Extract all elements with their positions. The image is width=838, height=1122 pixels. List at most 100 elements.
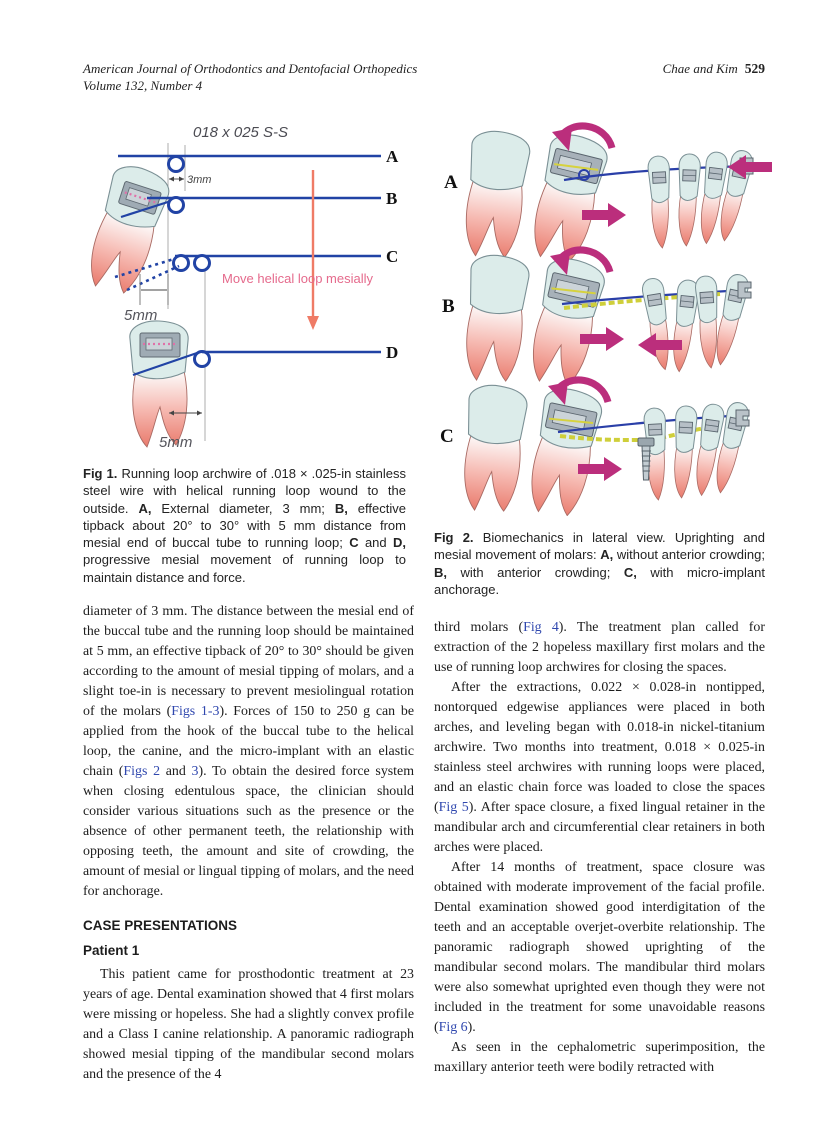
- fig1-label-b: B: [386, 189, 397, 208]
- text-segment: After 14 months of treatment, space clos…: [434, 860, 765, 1035]
- second-molar-with-tube: [522, 385, 605, 516]
- text-segment: progressive mesial movement of running l…: [83, 552, 406, 585]
- wire-into-bracket-d: [132, 351, 198, 377]
- red-direction-arrowhead: [307, 316, 319, 330]
- body-paragraph: This patient came for prosthodontic trea…: [83, 965, 414, 1085]
- fig1-label-a: A: [386, 147, 399, 166]
- third-molar-drawing: [459, 128, 532, 260]
- fig2-row-c: C: [440, 380, 750, 516]
- molar-drawing-lower: [129, 320, 189, 448]
- fig2-row-a: A: [444, 126, 772, 267]
- text-segment: effective tipback about 20° to 30° with …: [83, 500, 406, 551]
- text-segment: diameter of 3 mm. The distance between t…: [83, 604, 414, 719]
- text-segment: third molars (: [434, 620, 524, 635]
- figure-reference-link[interactable]: Figs 1-3: [171, 704, 220, 719]
- figure2: A B: [434, 118, 775, 516]
- anterior-tooth: [676, 154, 700, 247]
- text-segment: B,: [434, 564, 447, 580]
- text-segment: and: [358, 535, 393, 551]
- journal-title: American Journal of Orthodontics and Den…: [83, 61, 418, 76]
- elastic-chain: [559, 434, 641, 442]
- dim-arrowhead: [179, 176, 184, 182]
- fig2-row-b: B: [442, 250, 752, 390]
- text-segment: External diameter, 3 mm;: [151, 500, 335, 516]
- subsection-heading: Patient 1: [83, 943, 140, 958]
- wire-into-bracket-b: [120, 199, 172, 219]
- running-authors: Chae and Kim: [662, 61, 738, 76]
- body-paragraph: third molars (Fig 4). The treatment plan…: [434, 618, 765, 678]
- annotation-move-loop: Move helical loop mesially: [222, 271, 374, 286]
- text-segment: Fig 1.: [83, 466, 118, 481]
- figure-reference-link[interactable]: Figs 2: [123, 764, 161, 779]
- running-head: Chae and Kim 529: [434, 61, 765, 77]
- text-segment: ).: [467, 1020, 476, 1035]
- text-segment: ). To obtain the desired force system wh…: [83, 764, 414, 899]
- anterior-tooth: [669, 279, 700, 373]
- body-paragraph: As seen in the cephalometric superimposi…: [434, 1038, 765, 1078]
- fig2-label-c: C: [440, 426, 454, 447]
- text-segment: A,: [600, 547, 614, 563]
- anterior-tooth: [647, 156, 673, 249]
- dim-3mm-label: 3mm: [187, 174, 211, 186]
- anterior-tooth: [671, 405, 697, 498]
- dim-5mm-lower-label: 5mm: [159, 434, 192, 451]
- right-column-text: third molars (Fig 4). The treatment plan…: [434, 618, 765, 1078]
- dim-arrowhead: [169, 176, 174, 182]
- helical-loop-a: [167, 155, 185, 173]
- text-segment: B,: [334, 500, 348, 516]
- text-segment: and: [160, 764, 192, 779]
- text-segment: As seen in the cephalometric superimposi…: [434, 1040, 765, 1075]
- helical-loop-c2: [193, 254, 211, 272]
- text-segment: ). The treatment plan called for extract…: [434, 620, 765, 675]
- fig2-illustration: A B: [440, 118, 772, 516]
- fig1-illustration: 018 x 025 S-S 3mm Mov: [81, 124, 399, 451]
- running-loop: [578, 169, 590, 181]
- second-molar-with-tube: [524, 130, 611, 266]
- text-segment: Biomechanics in lateral view. Uprighting…: [434, 530, 765, 563]
- fig2-label-b: B: [442, 296, 455, 317]
- text-segment: After the extractions, 0.022 × 0.028-in …: [434, 680, 765, 815]
- journal-volume: Volume 132, Number 4: [83, 77, 203, 93]
- page-number: 529: [744, 61, 765, 76]
- wire-size-label: 018 x 025 S-S: [193, 124, 288, 141]
- fig1-label-c: C: [386, 247, 398, 266]
- text-segment: with anterior crowding;: [447, 564, 624, 580]
- text-segment: C: [349, 535, 359, 551]
- text-segment: Running loop archwire of .018 × .025-in …: [83, 466, 406, 516]
- helical-loop-c1: [172, 254, 190, 272]
- journal-header: American Journal of Orthodontics and Den…: [83, 61, 417, 94]
- text-segment: ). Forces of 150 to 250 g can be applied…: [83, 704, 414, 779]
- text-segment: with micro-implant anchorage.: [434, 564, 766, 597]
- wire-hook: [737, 281, 752, 299]
- text-segment: without anterior crowding;: [613, 547, 765, 563]
- body-paragraph: diameter of 3 mm. The distance between t…: [83, 602, 414, 902]
- figure-reference-link[interactable]: 3: [191, 764, 199, 779]
- text-segment: A,: [138, 500, 152, 516]
- elastic-chain-dots: [124, 191, 156, 204]
- figure1: 018 x 025 S-S 3mm Mov: [75, 113, 415, 461]
- body-paragraph: After the extractions, 0.022 × 0.028-in …: [434, 678, 765, 858]
- figure-reference-link[interactable]: Fig 6: [438, 1020, 468, 1035]
- section-heading: CASE PRESENTATIONS: [83, 918, 238, 933]
- dim-arrowhead: [197, 410, 202, 416]
- fig2-label-a: A: [444, 172, 458, 193]
- third-molar-drawing: [458, 383, 529, 515]
- text-segment: This patient came for prosthodontic trea…: [83, 967, 414, 1082]
- second-molar-with-tube: [523, 254, 608, 390]
- text-segment: Fig 2.: [434, 530, 474, 545]
- helical-loop-d: [193, 350, 211, 368]
- figure-reference-link[interactable]: Fig 5: [438, 800, 469, 815]
- text-segment: D,: [393, 535, 406, 551]
- dim-arrowhead: [169, 410, 174, 416]
- fig1-caption: Fig 1. Running loop archwire of .018 × .…: [83, 465, 406, 586]
- fig1-label-d: D: [386, 343, 398, 362]
- figure-reference-link[interactable]: Fig 4: [523, 620, 559, 635]
- fig2-caption: Fig 2. Biomechanics in lateral view. Upr…: [434, 529, 765, 598]
- molar-drawing-upper: [81, 160, 175, 299]
- body-paragraph: After 14 months of treatment, space clos…: [434, 858, 765, 1038]
- dotted-wire-path: [126, 264, 180, 292]
- helical-loop-b: [167, 196, 185, 214]
- third-molar-drawing: [460, 253, 531, 385]
- dim-5mm-upper-label: 5mm: [124, 307, 157, 324]
- anterior-tooth: [641, 277, 676, 371]
